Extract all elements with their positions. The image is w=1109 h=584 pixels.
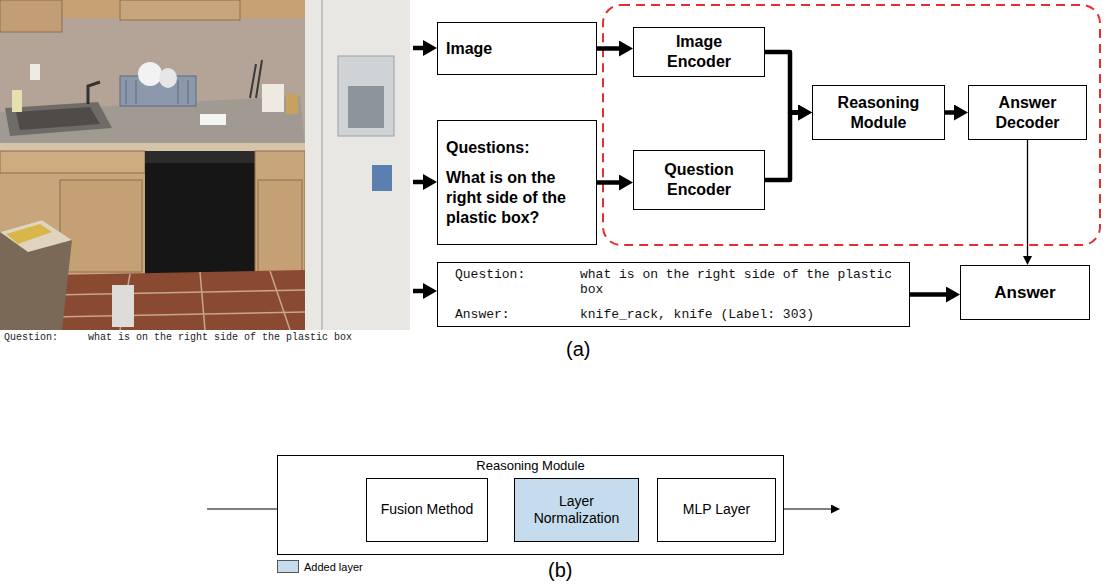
photo-caption: what is on the right side of the plastic… (88, 332, 352, 343)
plate (138, 62, 162, 86)
box-label: Layer Normalization (523, 493, 630, 528)
fridge-door-gap (321, 0, 323, 330)
box-label: what is on the right side of the plastic… (580, 267, 899, 297)
box-label: Question Encoder (642, 160, 756, 200)
photo-caption: Question: (4, 332, 58, 343)
island-top (0, 220, 72, 252)
input-box: Image (437, 22, 597, 75)
flow-arrow (945, 110, 954, 115)
encoder-box: Image Encoder (633, 27, 765, 77)
utensils (250, 60, 262, 98)
jar (262, 84, 284, 112)
box-label: Fusion Method (381, 501, 474, 519)
dispenser (338, 56, 394, 136)
island (0, 220, 72, 330)
box-label: Image Encoder (642, 32, 756, 72)
box-label: Image (446, 39, 492, 59)
box-label: Question: (455, 267, 580, 297)
jar (286, 94, 298, 114)
flow-arrow (597, 46, 619, 51)
dishwasher-panel (145, 151, 255, 163)
flow-arrow (765, 113, 798, 181)
yellow-item (6, 224, 52, 244)
cabinet-door (258, 180, 302, 272)
encoder-box: Question Encoder (633, 150, 765, 210)
drawer (0, 151, 145, 173)
upper-cabinet (0, 0, 62, 32)
input-arrow (413, 46, 423, 51)
flow-arrow (597, 180, 619, 185)
flow-arrow (910, 292, 946, 297)
box-label: Answer (994, 283, 1055, 303)
panel-label: (b) (548, 559, 572, 582)
answer-box: Answer (960, 265, 1090, 320)
input-box: Questions: What is on the right side of t… (437, 120, 597, 245)
paper (200, 114, 226, 125)
flow-arrow (1027, 140, 1028, 256)
kitchen-photo (0, 0, 410, 330)
dispenser-recess (348, 86, 384, 128)
lower-cabinet (255, 151, 305, 276)
decoder-box: Answer Decoder (968, 85, 1087, 140)
dashed-region (603, 5, 1100, 245)
box-label: MLP Layer (683, 501, 750, 519)
process-box: Layer Normalization (514, 478, 639, 542)
bin (112, 285, 134, 327)
box-label: Reasoning Module (282, 458, 779, 473)
flow-arrow (765, 52, 798, 113)
wall (0, 0, 410, 330)
module-frame: Reasoning ModuleFusion Method Layer Norma… (277, 455, 784, 555)
box-label: Answer: (455, 307, 580, 322)
dishwasher (145, 151, 255, 279)
panel-label: (a) (566, 338, 590, 361)
box-label: Answer Decoder (977, 93, 1078, 133)
fridge (305, 0, 410, 330)
module-box: Reasoning Module (812, 85, 945, 140)
box-label: What is on the right side of the plastic… (446, 168, 588, 228)
outlet (30, 64, 40, 80)
legend-swatch (277, 560, 299, 573)
upper-cabinet (120, 0, 240, 20)
soap-bottle (12, 90, 22, 112)
legend-text: Added layer (304, 561, 363, 573)
cabinet-door (60, 180, 142, 272)
qa-text-box: Question:what is on the right side of th… (437, 262, 910, 327)
process-box: MLP Layer (657, 478, 776, 542)
process-box: Fusion Method (366, 478, 488, 542)
counter-edge (0, 143, 305, 151)
input-arrow (413, 289, 423, 294)
faucet (88, 82, 100, 104)
plate (159, 68, 177, 88)
rack-wires (126, 80, 188, 104)
sticker (372, 165, 392, 191)
box-label: knife_rack, knife (Label: 303) (580, 307, 899, 322)
legend-row: Added layer (277, 560, 363, 573)
box-label: Reasoning Module (821, 93, 936, 133)
sink-basin (16, 107, 100, 130)
input-arrow (413, 180, 423, 185)
box-label: Questions: (446, 138, 530, 158)
